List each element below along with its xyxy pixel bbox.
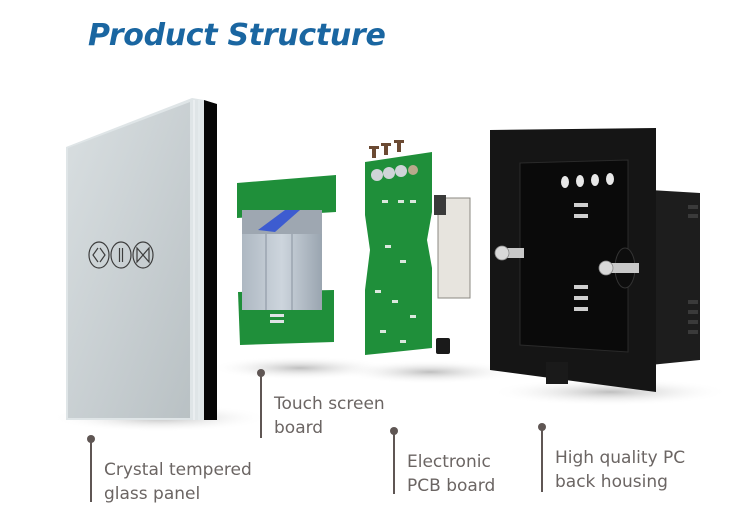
- touch-screen-board: [237, 175, 336, 345]
- label-line-1: Electronic: [407, 452, 491, 472]
- pin-glass-panel: [87, 435, 95, 502]
- pcb-board: [365, 140, 471, 355]
- pin-back-housing: [538, 423, 546, 492]
- housing-holes: [561, 173, 614, 188]
- mounting-screw-left: [494, 245, 524, 261]
- pin-pcb-board: [390, 427, 398, 494]
- page-title: Product Structure: [88, 18, 386, 53]
- glass-panel: [66, 98, 217, 420]
- open-curtain-icon: [88, 241, 110, 269]
- label-line-1: High quality PC: [555, 448, 686, 468]
- pcb-shadow: [340, 360, 520, 384]
- label-back-housing: High quality PC back housing: [555, 446, 685, 494]
- mounting-screw-right: [598, 247, 639, 289]
- back-housing: [490, 128, 700, 392]
- label-pcb-board: Electronic PCB board: [407, 450, 495, 498]
- label-line-2: back housing: [555, 472, 668, 492]
- pin-touch-screen-board: [257, 369, 265, 438]
- label-line-2: board: [274, 418, 324, 438]
- label-glass-panel: Crystal tempered glass panel: [104, 458, 252, 506]
- screws: [369, 140, 404, 158]
- pause-icon: [110, 241, 132, 269]
- label-line-1: Touch screen: [274, 394, 385, 414]
- label-touch-screen-board: Touch screen board: [274, 392, 385, 440]
- label-line-1: Crystal tempered: [104, 460, 252, 480]
- label-line-2: PCB board: [407, 476, 496, 496]
- label-line-2: glass panel: [104, 484, 201, 504]
- housing-shadow: [490, 378, 730, 406]
- close-curtain-icon: [132, 241, 154, 269]
